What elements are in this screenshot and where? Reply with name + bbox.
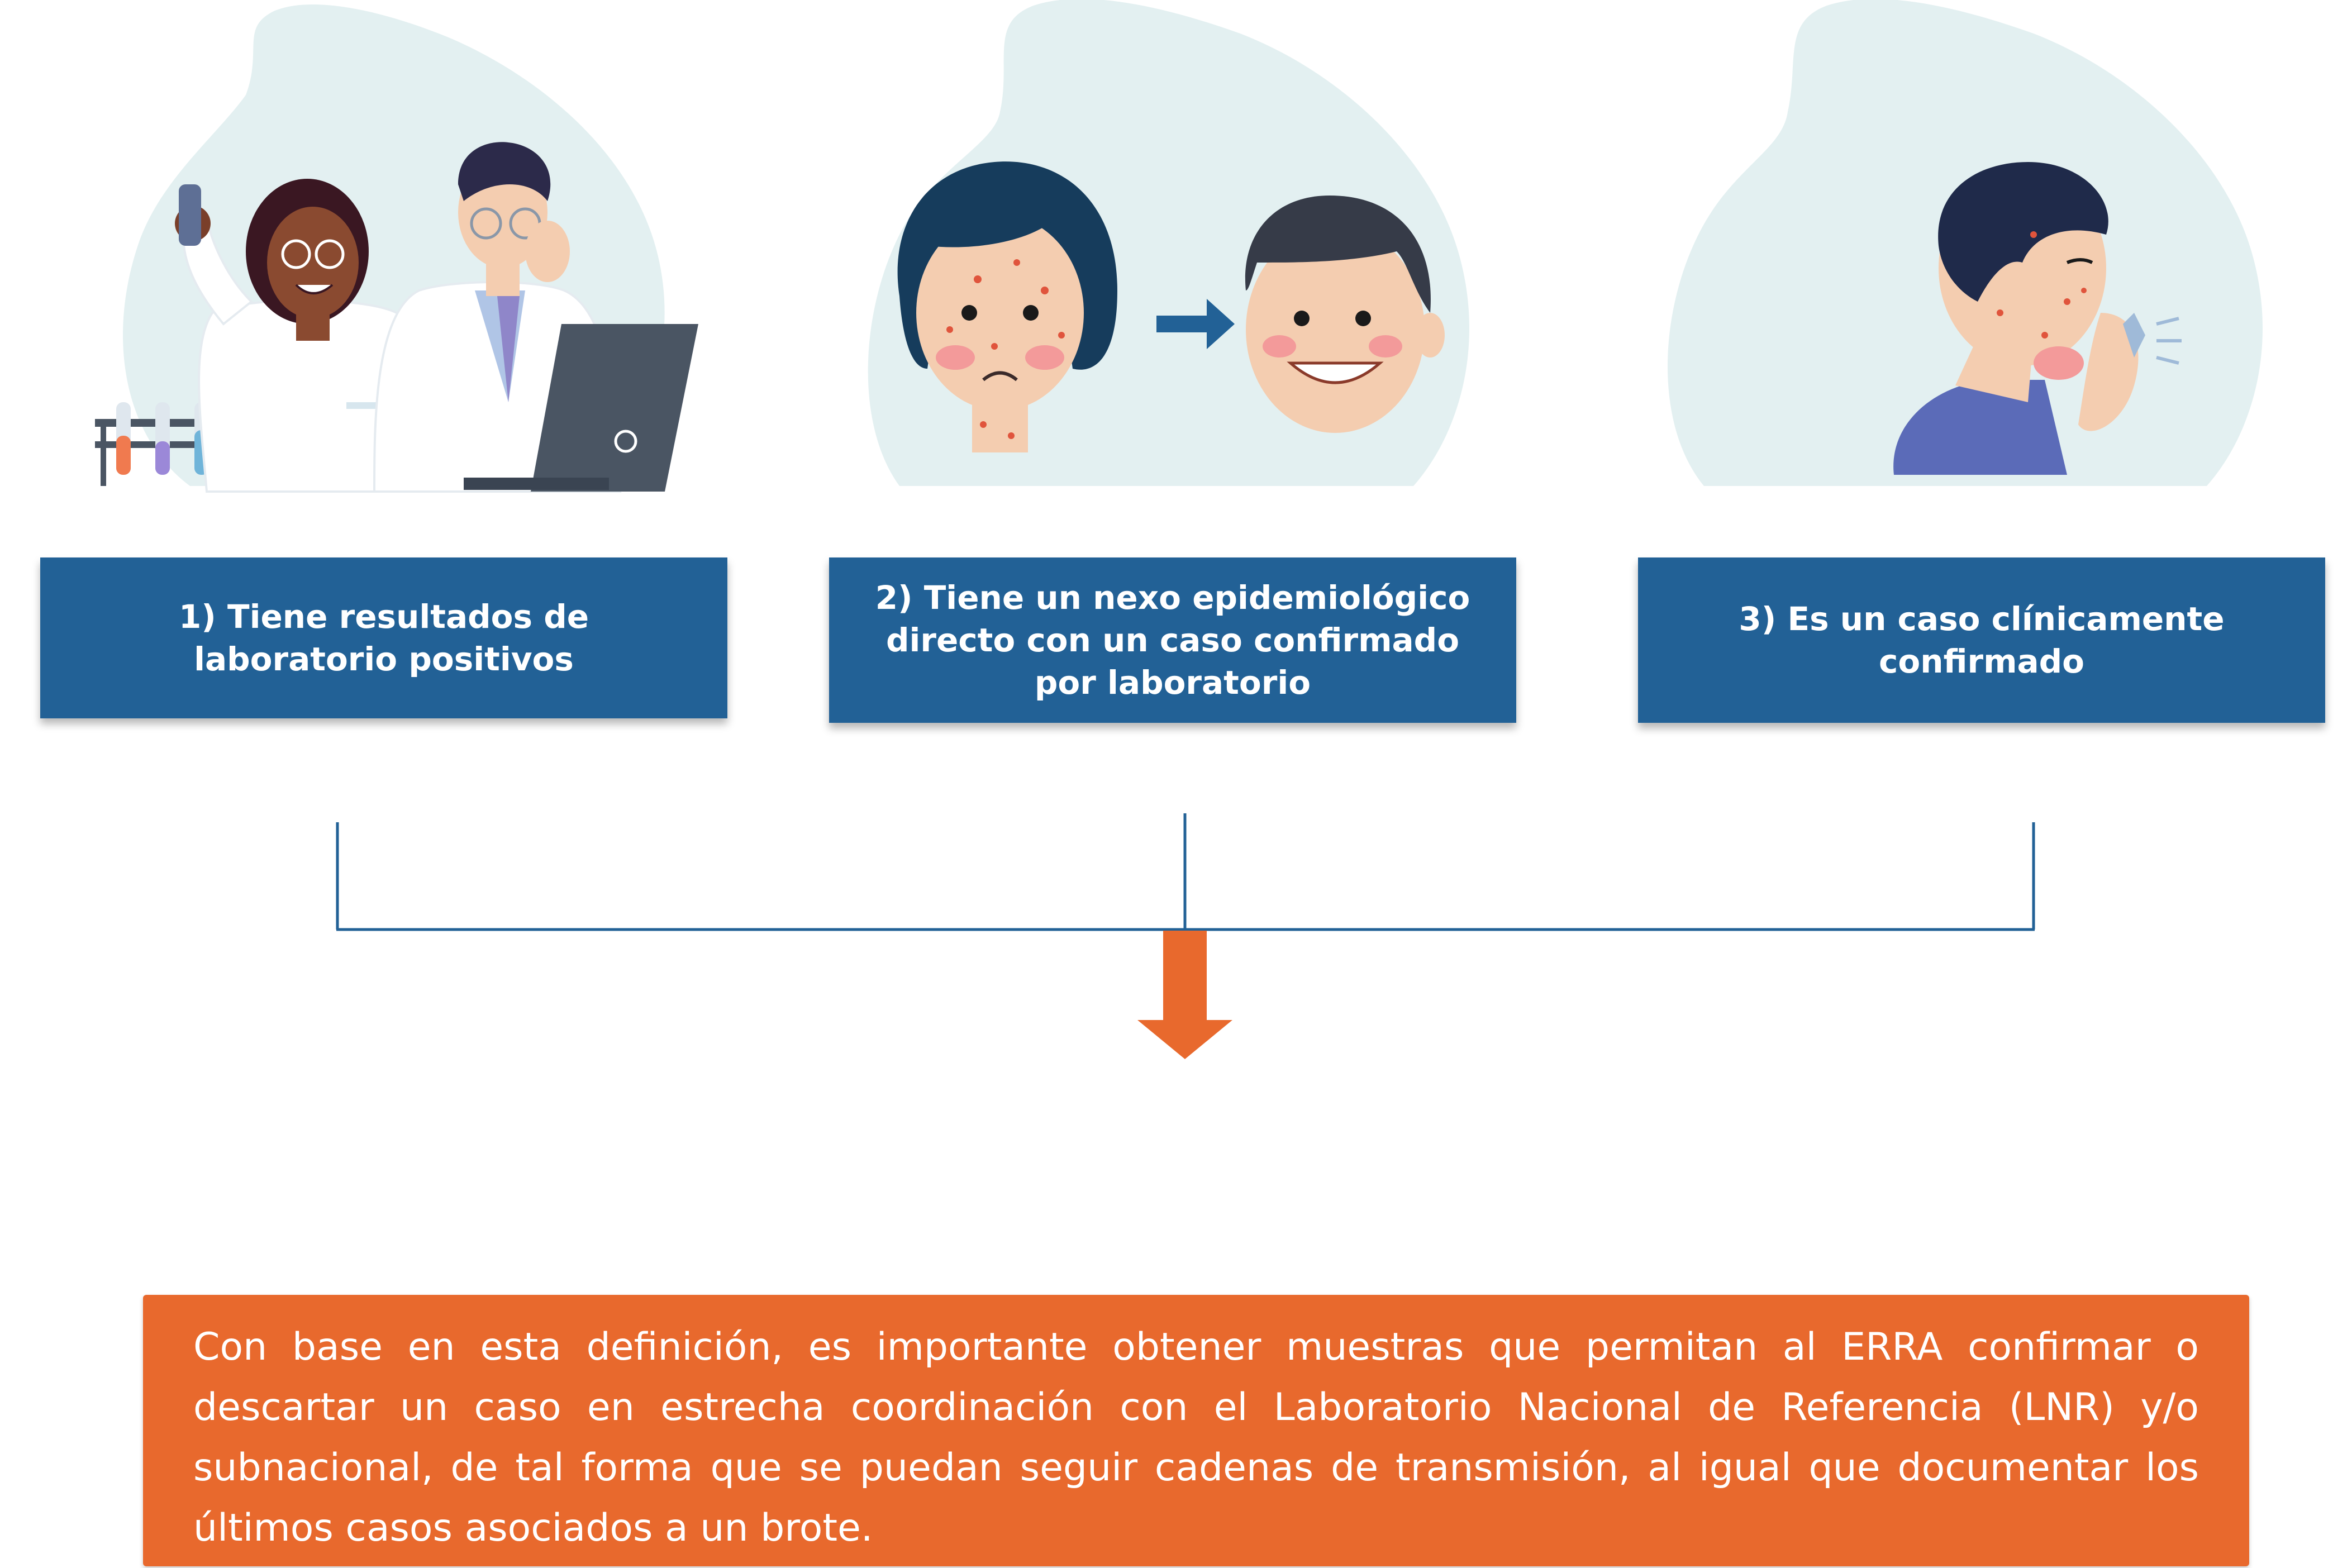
criterion-label-3: 3) Es un caso clínicamente confirmado [1739, 600, 2225, 680]
woman-scientist [175, 179, 422, 493]
criterion-box-3: 3) Es un caso clínicamente confirmado [1638, 557, 2325, 723]
sick-person-illustration [1642, 0, 2313, 503]
criterion-label-1: 1) Tiene resultados de laboratorio posit… [178, 598, 589, 678]
lab-scientists-illustration [61, 0, 732, 503]
criterion-box-2: 2) Tiene un nexo epidemiológico directo … [829, 557, 1516, 723]
contagion-illustration [849, 0, 1520, 503]
healthy-man [1245, 196, 1445, 433]
criterion-label-2: 2) Tiene un nexo epidemiológico directo … [875, 579, 1470, 702]
sick-man [1893, 162, 2182, 475]
connector-diagram [336, 813, 2035, 1059]
sick-woman [897, 161, 1117, 452]
laptop-icon [464, 324, 698, 492]
transmission-arrow-icon [1156, 299, 1235, 349]
note-box: Con base en esta definición, es importan… [143, 1295, 2249, 1566]
criterion-box-1: 1) Tiene resultados de laboratorio posit… [40, 557, 727, 718]
note-text: Con base en esta definición, es importan… [193, 1325, 2199, 1550]
down-arrow-icon [1137, 931, 1232, 1059]
